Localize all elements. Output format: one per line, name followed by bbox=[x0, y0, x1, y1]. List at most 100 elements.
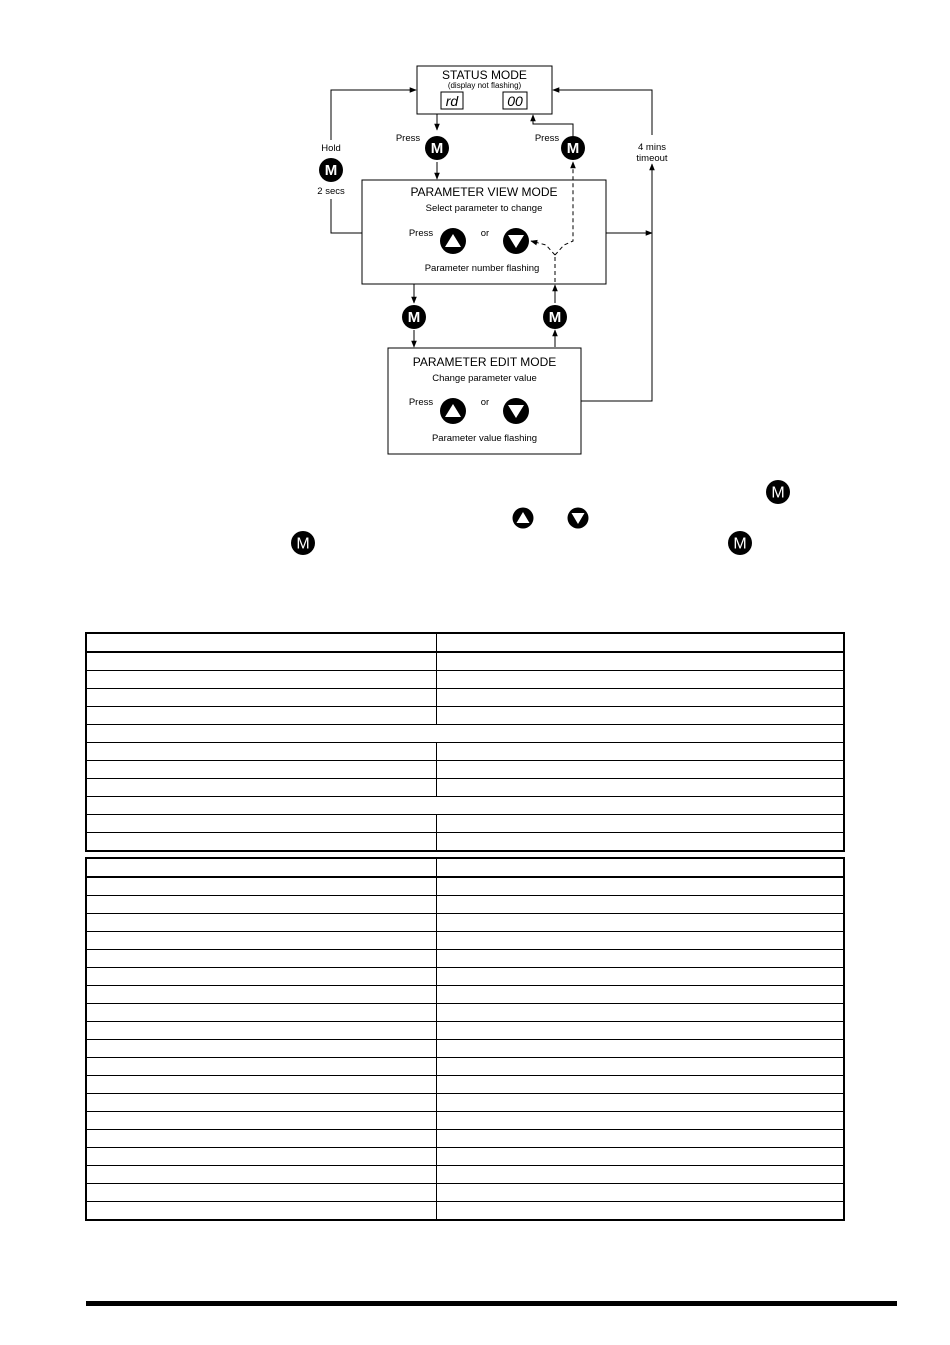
table-cell bbox=[85, 742, 437, 761]
table-cell bbox=[85, 1075, 437, 1094]
edit-or-label: or bbox=[481, 397, 489, 408]
parameter-view-mode-box: PARAMETER VIEW MODE Select parameter to … bbox=[361, 179, 607, 285]
press-label-left: Press bbox=[396, 133, 421, 144]
table-cell bbox=[85, 688, 437, 707]
table-cell bbox=[85, 1003, 437, 1022]
up-arrow-icon bbox=[512, 507, 534, 529]
table-cell bbox=[85, 949, 437, 968]
m-key-icon: M bbox=[728, 531, 752, 555]
status-display-left: rd bbox=[446, 93, 460, 109]
table-row bbox=[85, 1201, 845, 1221]
up-arrow-icon bbox=[440, 398, 466, 424]
table-row bbox=[85, 651, 845, 671]
table-cell bbox=[436, 1147, 845, 1166]
table-cell bbox=[85, 1147, 437, 1166]
parameter-edit-mode-box: PARAMETER EDIT MODE Change parameter val… bbox=[387, 347, 582, 455]
navigation-diagram: M STATUS MODE (display not flashing) rd … bbox=[317, 65, 668, 455]
table-cell bbox=[436, 967, 845, 986]
table-row bbox=[85, 967, 845, 986]
table-cell bbox=[436, 1057, 845, 1076]
dashed-connectors bbox=[530, 161, 576, 303]
table-row bbox=[85, 1183, 845, 1202]
table-row bbox=[85, 949, 845, 968]
table-cell bbox=[85, 1057, 437, 1076]
view-press-label: Press bbox=[409, 228, 434, 239]
m-key-icon bbox=[402, 305, 426, 329]
table-row bbox=[85, 724, 845, 743]
status-mode-subtitle: (display not flashing) bbox=[448, 81, 522, 90]
m-key-icon: M bbox=[766, 480, 790, 504]
down-arrow-icon bbox=[503, 398, 529, 424]
table-cell bbox=[436, 651, 845, 671]
table-cell bbox=[436, 670, 845, 689]
table-row bbox=[85, 1165, 845, 1184]
table-cell bbox=[85, 931, 437, 950]
table-row bbox=[85, 760, 845, 779]
table-cell bbox=[436, 742, 845, 761]
m-key-icon bbox=[425, 136, 449, 160]
table-cell bbox=[85, 857, 437, 878]
table-cell bbox=[85, 651, 437, 671]
edit-mode-title: PARAMETER EDIT MODE bbox=[413, 355, 557, 369]
table-cell bbox=[436, 760, 845, 779]
timeout-label-line1: 4 mins bbox=[638, 142, 666, 153]
table-row bbox=[85, 985, 845, 1004]
table-cell bbox=[85, 967, 437, 986]
timeout-label-line2: timeout bbox=[636, 153, 668, 164]
table-cell bbox=[436, 913, 845, 932]
m-key-icon: M bbox=[291, 531, 315, 555]
down-arrow-icon bbox=[503, 228, 529, 254]
view-mode-subtitle: Select parameter to change bbox=[426, 203, 543, 214]
table-cell bbox=[85, 632, 437, 653]
table-cell bbox=[85, 670, 437, 689]
table-cell bbox=[85, 1111, 437, 1130]
up-arrow-icon bbox=[440, 228, 466, 254]
table-cell bbox=[85, 1183, 437, 1202]
table-cell bbox=[85, 760, 437, 779]
m-key-icon bbox=[319, 158, 343, 182]
table-row bbox=[85, 876, 845, 896]
parameter-table-2 bbox=[85, 857, 845, 1221]
table-row bbox=[85, 931, 845, 950]
table-cell bbox=[436, 1129, 845, 1148]
table-cell bbox=[85, 778, 437, 797]
table-cell bbox=[436, 857, 845, 878]
press-label-right: Press bbox=[535, 133, 560, 144]
table-cell bbox=[436, 832, 845, 852]
table-cell bbox=[436, 895, 845, 914]
table-row bbox=[85, 1039, 845, 1058]
view-or-label: or bbox=[481, 228, 489, 239]
table-cell bbox=[85, 832, 437, 852]
table-row bbox=[85, 778, 845, 797]
svg-text:M: M bbox=[771, 485, 784, 502]
diagram-connectors bbox=[330, 87, 655, 402]
edit-press-label: Press bbox=[409, 397, 434, 408]
table-cell bbox=[85, 1129, 437, 1148]
status-display-right: 00 bbox=[507, 93, 523, 109]
table-cell bbox=[85, 985, 437, 1004]
table-row bbox=[85, 1021, 845, 1040]
table-row bbox=[85, 632, 845, 653]
table-row bbox=[85, 742, 845, 761]
table-row bbox=[85, 1147, 845, 1166]
table-row bbox=[85, 1057, 845, 1076]
view-mode-title: PARAMETER VIEW MODE bbox=[410, 185, 557, 199]
table-cell bbox=[85, 913, 437, 932]
m-key-icon bbox=[543, 305, 567, 329]
table-row bbox=[85, 814, 845, 833]
table-row bbox=[85, 1003, 845, 1022]
table-row bbox=[85, 1093, 845, 1112]
svg-text:M: M bbox=[296, 536, 309, 553]
status-mode-box: STATUS MODE (display not flashing) rd 00 bbox=[416, 65, 553, 115]
table-cell bbox=[85, 895, 437, 914]
table-cell bbox=[436, 1183, 845, 1202]
edit-mode-subtitle: Change parameter value bbox=[432, 373, 537, 384]
table-cell bbox=[436, 1165, 845, 1184]
table-cell bbox=[436, 1093, 845, 1112]
m-key-icon bbox=[561, 136, 585, 160]
table-cell bbox=[436, 1021, 845, 1040]
table-row bbox=[85, 688, 845, 707]
footer-rule bbox=[86, 1301, 897, 1306]
table-cell bbox=[436, 688, 845, 707]
table-cell bbox=[436, 1111, 845, 1130]
